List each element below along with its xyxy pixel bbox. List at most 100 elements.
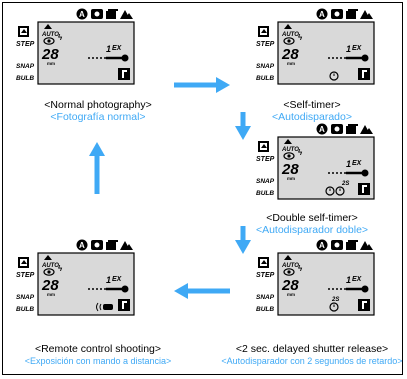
auto-label: AUTO xyxy=(281,263,299,269)
frame-counter: 28 xyxy=(281,277,299,294)
frame-counter: 28 xyxy=(281,161,299,178)
two-sec-label: 2S xyxy=(331,297,339,303)
ex-digit: 1 xyxy=(346,275,351,285)
ex-digit: 1 xyxy=(106,44,111,54)
cursor-triangle xyxy=(284,255,292,260)
step-label: STEP xyxy=(16,272,35,279)
remote-wave-1 xyxy=(96,302,99,312)
arrow-down-1 xyxy=(235,112,251,140)
ex-label: EX xyxy=(352,45,363,52)
flash-icon: ϟ xyxy=(298,148,303,157)
caption-spanish: <Fotografía normal> xyxy=(50,111,146,123)
portrait-mode-mark xyxy=(261,144,267,148)
film-cartridge-icon xyxy=(361,285,369,293)
snap-label: SNAP xyxy=(256,178,275,185)
red-eye-icon xyxy=(283,152,295,160)
snap-label: SNAP xyxy=(16,294,35,301)
step-label: STEP xyxy=(256,272,275,279)
arrow-up xyxy=(89,142,105,194)
mode-icons: A xyxy=(316,8,373,20)
frame-unit: mm xyxy=(287,61,295,66)
arrow-down-2 xyxy=(235,226,251,254)
caption-english: <2 sec. delayed shutter release> xyxy=(235,343,389,355)
ex-label: EX xyxy=(352,276,363,283)
self-timer-icon xyxy=(329,302,339,312)
bulb-label: BULB xyxy=(16,75,34,82)
film-cartridge-icon xyxy=(121,285,129,293)
landscape-icon-2 xyxy=(125,244,133,250)
ex-label: EX xyxy=(112,276,123,283)
music-note xyxy=(122,301,127,309)
music-note xyxy=(362,185,367,193)
cursor-triangle xyxy=(284,24,292,29)
red-eye-icon xyxy=(283,268,295,276)
red-eye-pupil xyxy=(47,270,51,274)
flash-icon: ϟ xyxy=(58,33,63,42)
caption-spanish: <Autodisparado> xyxy=(272,111,352,123)
auto-label: AUTO xyxy=(281,32,299,38)
flash-icon: ϟ xyxy=(58,264,63,273)
flash-off-dot xyxy=(334,242,340,248)
auto-mode-icon xyxy=(316,239,328,251)
continuous-icon xyxy=(346,11,356,19)
red-eye-icon xyxy=(283,37,295,45)
caption-3: <Double self-timer><Autodisparador doble… xyxy=(212,212,407,236)
continuous-icon-back xyxy=(348,240,358,242)
auto-mode-icon xyxy=(316,123,328,135)
snap-label: SNAP xyxy=(256,294,275,301)
bulb-label: BULB xyxy=(16,306,34,313)
landscape-icon-2 xyxy=(365,13,373,19)
arrow-left xyxy=(174,283,230,299)
caption-2: <Self-timer><Autodisparado> xyxy=(212,99,407,123)
auto-mode-icon xyxy=(316,8,328,20)
flash-off-dot xyxy=(334,126,340,132)
cursor-triangle xyxy=(44,24,52,29)
continuous-icon-back xyxy=(108,9,118,11)
red-eye-pupil xyxy=(47,39,51,43)
music-note xyxy=(362,70,367,78)
mode-icons: A xyxy=(76,239,133,251)
caption-4: <2 sec. delayed shutter release><Autodis… xyxy=(212,343,407,367)
auto-mode-letter: A xyxy=(319,10,325,19)
auto-mode-letter: A xyxy=(79,241,85,250)
self-timer-icon xyxy=(325,186,335,196)
frame-unit: mm xyxy=(287,176,295,181)
caption-spanish: <Autodisparador doble> xyxy=(255,224,369,236)
auto-label: AUTO xyxy=(281,147,299,153)
portrait-mode-mark xyxy=(21,29,27,33)
frame-counter: 28 xyxy=(41,46,59,63)
caption-1: <Normal photography><Fotografía normal> xyxy=(0,99,198,123)
bulb-label: BULB xyxy=(256,306,274,313)
flash-off-dot xyxy=(334,11,340,17)
mode-icons: A xyxy=(316,123,373,135)
frame-unit: mm xyxy=(287,292,295,297)
diagram-frame xyxy=(2,2,403,375)
remote-control-icon xyxy=(103,304,113,310)
snap-label: SNAP xyxy=(256,63,275,70)
two-sec-label: 2S xyxy=(341,181,349,187)
flash-icon: ϟ xyxy=(298,264,303,273)
caption-5: <Remote control shooting><Exposición con… xyxy=(0,343,198,367)
caption-english: <Double self-timer> xyxy=(266,212,358,224)
auto-mode-icon xyxy=(76,8,88,20)
step-label: STEP xyxy=(256,156,275,163)
auto-mode-letter: A xyxy=(319,241,325,250)
continuous-icon-back xyxy=(348,124,358,126)
ex-digit: 1 xyxy=(346,159,351,169)
auto-label: AUTO xyxy=(41,32,59,38)
caption-spanish: <Exposición con mando a distancia> xyxy=(24,356,172,366)
caption-spanish: <Autodisparador con 2 segundos de retard… xyxy=(221,356,403,366)
cursor-triangle xyxy=(284,139,292,144)
film-cartridge-icon xyxy=(361,54,369,62)
auto-mode-letter: A xyxy=(79,10,85,19)
ex-digit: 1 xyxy=(106,275,111,285)
frame-counter: 28 xyxy=(41,277,59,294)
frame-counter: 28 xyxy=(281,46,299,63)
continuous-icon xyxy=(346,242,356,250)
auto-label: AUTO xyxy=(41,263,59,269)
